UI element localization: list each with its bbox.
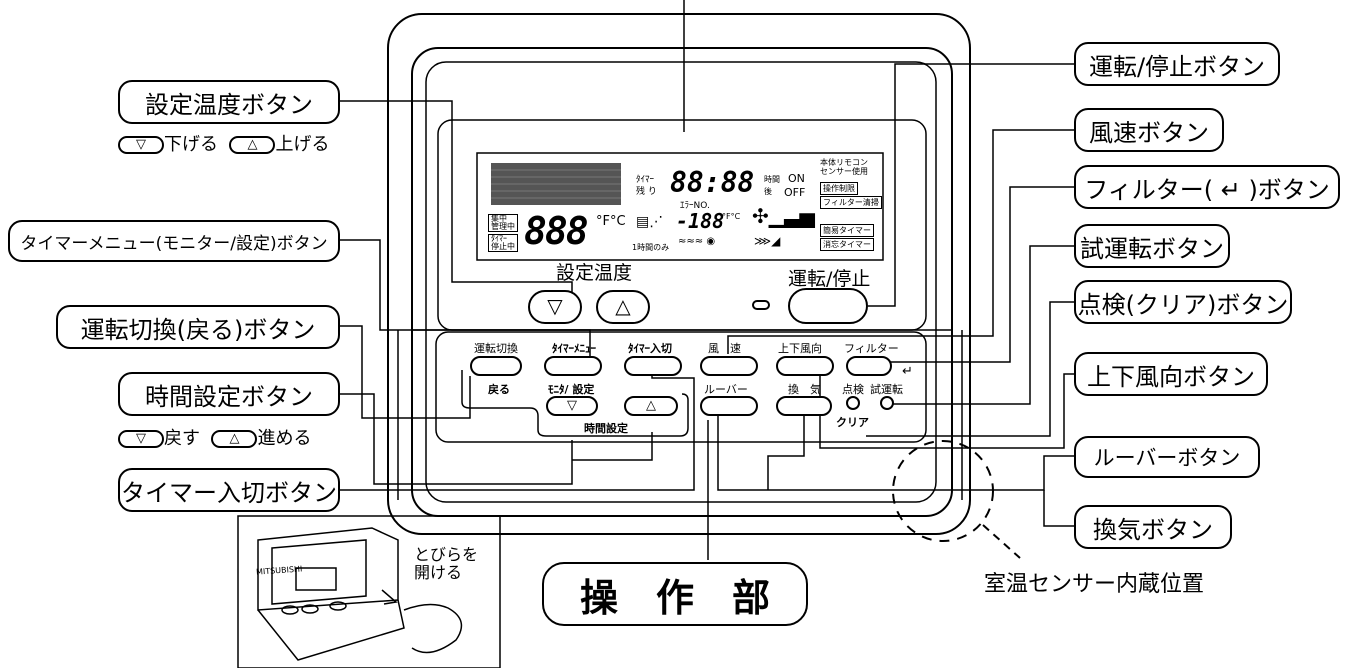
lcd-timer-label: ﾀｲﾏｰ <box>636 175 655 185</box>
louver-label: ルーバー <box>704 383 748 396</box>
time-set-note: ▽戻す △進める <box>118 424 311 450</box>
lcd-filter-clean: フィルター清掃 <box>820 196 882 209</box>
vane-button-callout: 上下風向ボタン <box>1074 352 1268 396</box>
door-open-note: とびらを 開ける <box>414 545 479 582</box>
mode-button[interactable] <box>470 356 522 376</box>
check-button[interactable] <box>846 396 860 410</box>
run-stop-button[interactable] <box>788 288 868 324</box>
filter-label: フィルター <box>844 342 899 355</box>
vent-button[interactable] <box>776 396 832 416</box>
controller-face-frame <box>425 61 937 503</box>
lcd-swing-icon: ≈≈≈ ◉ <box>678 236 716 247</box>
lcd-small-units: °F°C <box>722 212 741 221</box>
lcd-remain-label: 残 り <box>636 187 657 197</box>
setpoint-note: ▽下げる △上げる <box>118 130 329 156</box>
time-down-button[interactable]: ▽ <box>546 396 598 416</box>
time-set-button-callout: 時間設定ボタン <box>118 372 340 416</box>
louver-button-callout: ルーバーボタン <box>1074 436 1260 478</box>
lcd-airflow-icon: ▤⋰ <box>636 214 664 230</box>
lcd-after-label: 後 <box>764 187 772 196</box>
sensor-position-circle <box>892 440 994 542</box>
lcd-small-digits: -188 <box>676 209 725 233</box>
timer-onoff-button[interactable] <box>624 356 682 376</box>
up-symbol: △ <box>229 136 276 154</box>
filter-return-icon: ↵ <box>902 364 913 379</box>
fan-speed-label: 風 速 <box>708 342 741 355</box>
fan-speed-button-callout: 風速ボタン <box>1074 108 1224 152</box>
lcd-temp-units: °F°C <box>596 214 626 229</box>
down-symbol: ▽ <box>118 136 164 154</box>
lcd-vane-icon: ⋙◢ <box>754 234 781 248</box>
lcd-erase-timer: 消忘タイマー <box>820 238 874 251</box>
lcd-simple-timer: 簡易タイマー <box>820 224 874 237</box>
operation-section-callout: 操 作 部 <box>542 562 808 626</box>
lcd-central-control: 集中 管理中 <box>488 214 518 232</box>
lcd-timer-stop: ﾀｲﾏｰ 停止中 <box>488 234 518 252</box>
filter-button[interactable] <box>846 356 892 376</box>
monitor-set-label: ﾓﾆﾀ/ 設定 <box>548 383 595 396</box>
timer-menu-button-label: ﾀｲﾏｰﾒﾆｭｰ <box>552 342 596 355</box>
temp-down-button[interactable]: ▽ <box>528 290 582 324</box>
check-label: 点検 <box>842 383 864 396</box>
timer-onoff-button-label: ﾀｲﾏｰ入切 <box>628 342 672 355</box>
vane-button[interactable] <box>776 356 834 376</box>
test-run-button[interactable] <box>880 396 894 410</box>
down-symbol: ▽ <box>118 430 164 448</box>
lcd-fan-icon: ✣▁▃▅ <box>752 204 815 228</box>
mode-button-callout: 運転切換(戻る)ボタン <box>56 305 340 349</box>
vane-label: 上下風向 <box>778 342 822 355</box>
button-panel <box>435 331 927 443</box>
run-stop-button-callout: 運転/停止ボタン <box>1074 42 1280 86</box>
lcd-sensor-use: 本体リモコン センサー使用 <box>818 158 870 176</box>
vent-button-callout: 換気ボタン <box>1074 505 1232 549</box>
status-led <box>752 300 770 310</box>
lcd-one-hour: 1時間のみ <box>632 243 670 252</box>
lcd-error-label: ｴﾗｰNO. <box>680 201 710 211</box>
setpoint-label: 設定温度 <box>556 262 633 284</box>
run-stop-label: 運転/停止 <box>788 268 871 290</box>
controller-outer-frame <box>387 13 971 535</box>
louver-button[interactable] <box>700 396 758 416</box>
timer-onoff-button-callout: タイマー入切ボタン <box>118 468 340 512</box>
setpoint-button-callout: 設定温度ボタン <box>118 80 340 124</box>
fan-speed-button[interactable] <box>700 356 758 376</box>
lcd-temp-digits: 888 <box>524 209 589 253</box>
check-button-callout: 点検(クリア)ボタン <box>1074 280 1292 324</box>
mode-button-label: 運転切換 <box>474 342 518 355</box>
timer-menu-button-callout: タイマーメニュー(モニター/設定)ボタン <box>8 220 340 262</box>
filter-button-callout: フィルター( ↵ )ボタン <box>1074 165 1340 209</box>
lcd-off-label: OFF <box>784 186 806 199</box>
up-symbol: △ <box>211 430 258 448</box>
back-label: 戻る <box>488 383 510 396</box>
lcd-on-label: ON <box>788 172 805 185</box>
time-set-label: 時間設定 <box>584 422 628 435</box>
temp-up-button[interactable]: △ <box>596 290 650 324</box>
lcd-screen <box>476 152 884 261</box>
lcd-hour-label: 時間 <box>764 175 780 184</box>
clear-label: クリア <box>836 416 869 429</box>
door-inset-frame <box>237 515 501 668</box>
vent-label: 換 気 <box>788 383 821 396</box>
test-run-label: 試運転 <box>870 383 903 396</box>
lcd-time-digits: 88:88 <box>670 166 755 199</box>
display-panel <box>437 119 927 331</box>
sensor-position-label: 室温センサー内蔵位置 <box>984 572 1205 597</box>
controller-inner-frame <box>411 47 953 517</box>
lcd-op-limit: 操作制限 <box>820 182 858 195</box>
time-up-button[interactable]: △ <box>624 396 678 416</box>
timer-menu-button[interactable] <box>544 356 602 376</box>
test-run-button-callout: 試運転ボタン <box>1074 224 1230 268</box>
door-illustration <box>257 527 463 661</box>
